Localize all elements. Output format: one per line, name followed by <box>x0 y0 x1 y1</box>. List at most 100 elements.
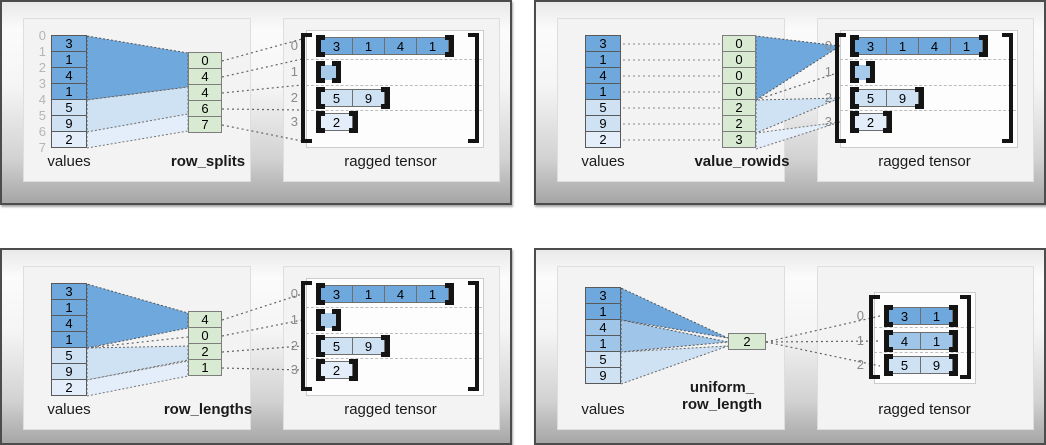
tensor-cell: 2 <box>320 361 353 379</box>
param-cell: 4 <box>188 84 222 101</box>
method-label: row_lengths <box>163 401 253 418</box>
row-index: 0 <box>290 38 298 53</box>
row-close-bracket <box>979 35 988 57</box>
row-index: 2 <box>824 90 832 105</box>
value-index: 4 <box>38 92 46 107</box>
method-label: row_splits <box>170 153 246 170</box>
tensor-cell: 1 <box>886 37 919 55</box>
row-index: 0 <box>856 308 864 323</box>
values-label: values <box>581 153 625 170</box>
value-cell: 4 <box>585 319 621 336</box>
value-index: 7 <box>38 140 46 155</box>
value-cell: 5 <box>585 99 621 116</box>
value-index: 2 <box>38 60 46 75</box>
values-label: values <box>47 401 91 418</box>
tensor-cell: 1 <box>920 307 953 325</box>
value-cell: 3 <box>585 35 621 52</box>
tensor-row: 2 <box>316 359 358 381</box>
row-index: 0 <box>824 38 832 53</box>
row-open-bracket <box>316 61 325 83</box>
row-index: 1 <box>824 64 832 79</box>
value-cell: 4 <box>51 315 87 332</box>
panel-row-lengths: 3 1 4 1 5 9 2 4 0 2 1 values row_lengths… <box>0 248 512 445</box>
param-cell: 0 <box>722 51 756 68</box>
tensor-cell: 4 <box>918 37 951 55</box>
value-cell: 9 <box>585 115 621 132</box>
panel-row-splits: 0 1 2 3 4 5 6 7 3 1 4 1 5 9 2 0 4 4 6 7 … <box>0 0 512 205</box>
value-cell: 1 <box>51 83 87 100</box>
value-index: 0 <box>38 28 46 43</box>
value-index: 1 <box>38 44 46 59</box>
row-separator <box>306 85 482 86</box>
tensor-close-bracket <box>468 33 479 143</box>
row-open-bracket <box>850 35 859 57</box>
row-open-bracket <box>884 305 893 327</box>
values-column: 3 1 4 1 5 9 2 <box>51 283 87 396</box>
tensor-close-bracket <box>960 295 971 379</box>
tensor-cell: 9 <box>886 89 919 107</box>
method-label-line2: row_length <box>681 396 762 413</box>
row-index: 3 <box>290 114 298 129</box>
value-cell: 2 <box>51 131 87 148</box>
panel-value-rowids: 3 1 4 1 5 9 2 0 0 0 0 2 2 3 values value… <box>534 0 1046 205</box>
tensor-close-bracket <box>468 281 479 391</box>
tensor-label: ragged tensor <box>344 401 437 418</box>
empty-row-fill <box>854 64 870 80</box>
value-index-column: 0 1 2 3 4 5 6 7 <box>28 28 46 156</box>
row-index: 3 <box>824 114 832 129</box>
value-cell: 5 <box>585 351 621 368</box>
row-close-bracket <box>349 359 358 381</box>
method-label: uniform_ row_length <box>657 379 787 413</box>
value-cell: 1 <box>51 51 87 68</box>
param-cell: 2 <box>722 99 756 116</box>
value-cell: 2 <box>51 379 87 396</box>
tensor-row-empty <box>850 61 875 83</box>
row-close-bracket <box>332 309 341 331</box>
value-cell: 5 <box>51 347 87 364</box>
param-cell: 0 <box>188 327 222 344</box>
row-open-bracket <box>316 111 325 133</box>
value-cell: 5 <box>51 99 87 116</box>
value-cell: 1 <box>585 51 621 68</box>
tensor-cell: 1 <box>352 285 385 303</box>
row-separator <box>306 110 482 111</box>
row-open-bracket <box>884 330 893 352</box>
row-index: 2 <box>290 90 298 105</box>
row-close-bracket <box>381 335 390 357</box>
tensor-row-empty <box>316 309 341 331</box>
tensor-close-bracket <box>1002 33 1013 143</box>
tensor-row: 5 9 <box>316 87 390 109</box>
row-open-bracket <box>884 354 893 376</box>
value-index: 5 <box>38 108 46 123</box>
tensor-open-bracket <box>301 281 312 391</box>
value-cell: 3 <box>51 35 87 52</box>
row-close-bracket <box>883 111 892 133</box>
value-index: 6 <box>38 124 46 139</box>
row-open-bracket <box>316 87 325 109</box>
tensor-row: 3 1 4 1 <box>316 35 454 57</box>
tensor-cell: 1 <box>416 37 449 55</box>
tensor-cell: 1 <box>352 37 385 55</box>
row-close-bracket <box>445 283 454 305</box>
row-separator <box>840 85 1016 86</box>
tensor-row: 5 9 <box>884 354 958 376</box>
tensor-cell: 4 <box>384 285 417 303</box>
tensor-cell: 9 <box>352 89 385 107</box>
row-open-bracket <box>316 35 325 57</box>
param-cell: 2 <box>728 333 766 350</box>
row-close-bracket <box>349 111 358 133</box>
tensor-row: 3 1 <box>884 305 958 327</box>
row-open-bracket <box>850 61 859 83</box>
row-index: 1 <box>856 333 864 348</box>
value-cell: 1 <box>585 303 621 320</box>
row-open-bracket <box>316 309 325 331</box>
row-separator <box>306 358 482 359</box>
tensor-row: 4 1 <box>884 330 958 352</box>
tensor-open-bracket <box>835 33 846 143</box>
tensor-row: 5 9 <box>316 335 390 357</box>
tensor-row: 5 9 <box>850 87 924 109</box>
values-label: values <box>581 401 625 418</box>
row-index: 2 <box>856 357 864 372</box>
param-cell: 3 <box>722 131 756 148</box>
param-cell: 0 <box>722 83 756 100</box>
